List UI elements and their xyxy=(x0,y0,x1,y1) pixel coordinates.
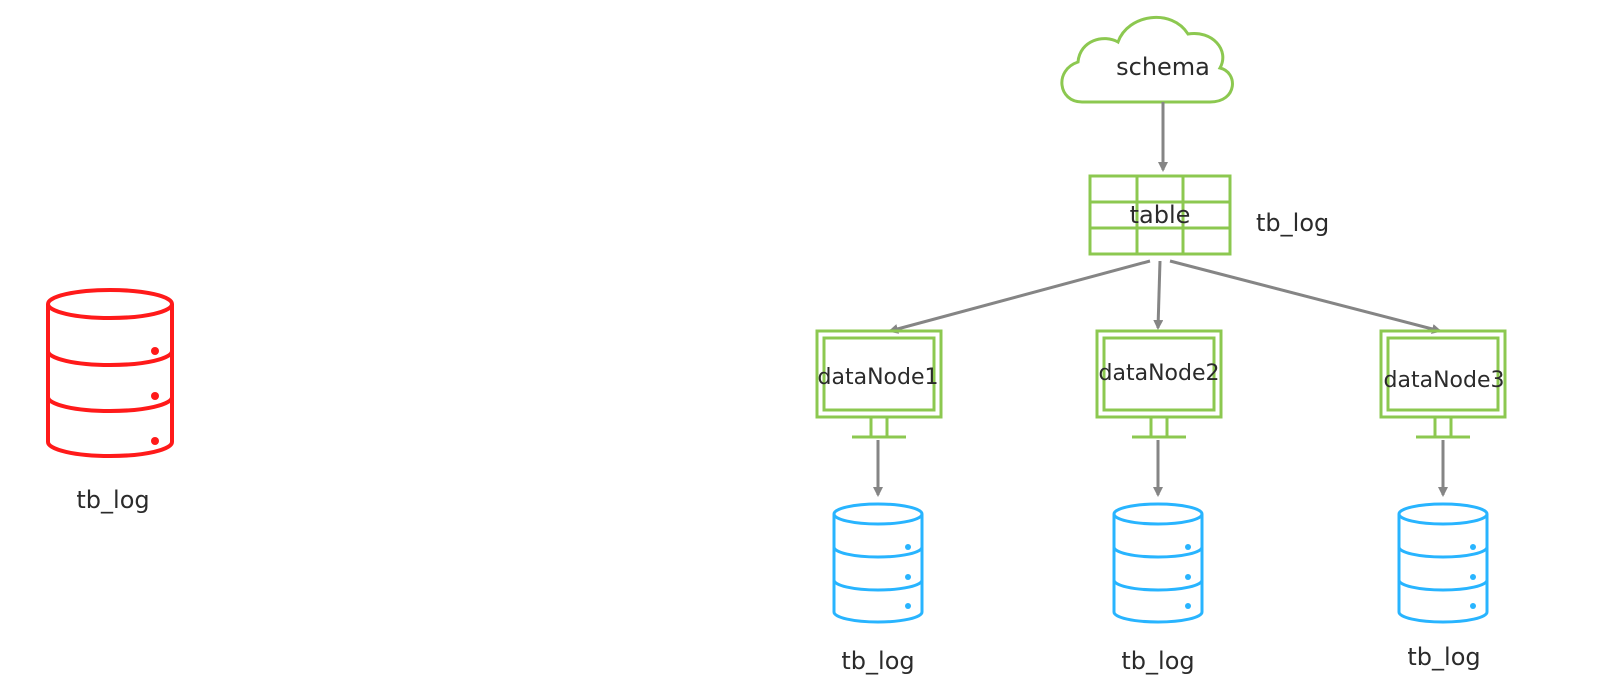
datanode3-database-icon xyxy=(1397,502,1489,624)
datanode2-label: dataNode2 xyxy=(1098,361,1220,386)
table-to-datanode3-arrow xyxy=(1169,259,1442,334)
table-to-datanode2-arrow xyxy=(1153,260,1164,330)
schema-label: schema xyxy=(1116,53,1210,81)
local-database-label: tb_log xyxy=(76,486,150,514)
datanode2-database-icon xyxy=(1112,502,1204,624)
datanode2-monitor-icon xyxy=(1095,329,1223,439)
table-grid-icon xyxy=(1088,174,1232,256)
datanode2-database-label: tb_log xyxy=(1121,647,1195,675)
datanode1-monitor-icon xyxy=(815,329,943,439)
table-to-datanode1-arrow xyxy=(888,259,1151,334)
datanode3-label: dataNode3 xyxy=(1383,368,1505,393)
datanode1-label: dataNode1 xyxy=(817,365,939,390)
datanode3-monitor-icon xyxy=(1379,329,1507,439)
local-database-icon xyxy=(46,288,174,458)
datanode1-database-label: tb_log xyxy=(841,647,915,675)
logical-table-label: tb_log xyxy=(1256,209,1330,237)
datanode1-database-icon xyxy=(832,502,924,624)
schema-cloud-icon xyxy=(1060,15,1234,104)
datanode3-database-label: tb_log xyxy=(1407,643,1481,671)
table-label: table xyxy=(1129,201,1191,229)
arrows xyxy=(873,102,1448,497)
